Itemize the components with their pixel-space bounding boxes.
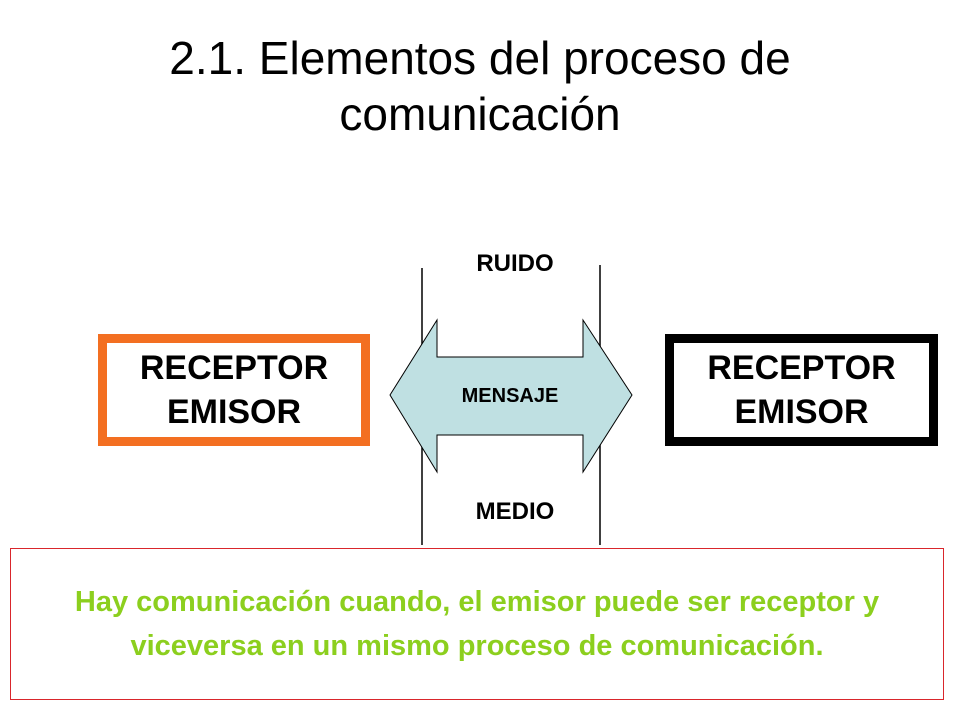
slide-title: 2.1. Elementos del proceso de comunicaci… xyxy=(169,32,791,140)
right-box-line2: EMISOR xyxy=(734,393,869,431)
medio-label: MEDIO xyxy=(475,498,555,525)
left-box-line1: RECEPTOR xyxy=(139,349,329,387)
left-box-line2: EMISOR xyxy=(166,393,302,431)
left-receptor-emisor-box: RECEPTOR EMISOR xyxy=(98,334,370,446)
ruido-label: RUIDO xyxy=(476,250,554,277)
double-arrow-shape xyxy=(389,318,633,474)
conclusion-box: Hay comunicación cuando, el emisor puede… xyxy=(10,548,944,700)
conclusion-text: Hay comunicación cuando, el emisor puede… xyxy=(74,586,880,662)
mensaje-label: MENSAJE xyxy=(461,385,559,407)
right-box-line1: RECEPTOR xyxy=(707,349,896,387)
right-receptor-emisor-box: RECEPTOR EMISOR xyxy=(665,334,938,446)
